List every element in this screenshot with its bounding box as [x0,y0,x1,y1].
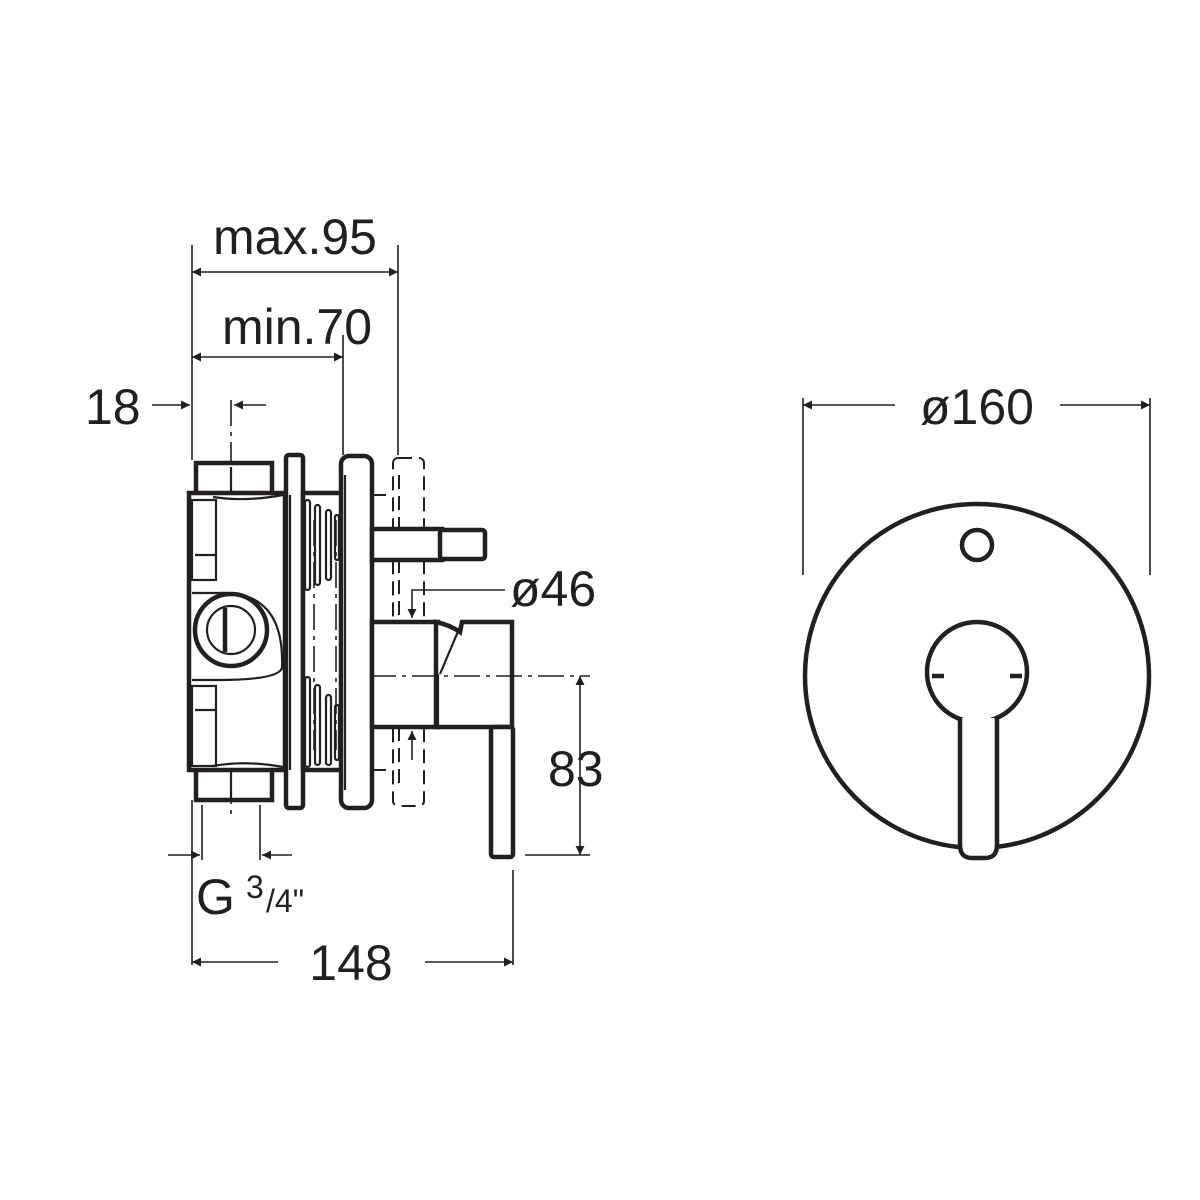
bottom-cap [193,765,275,803]
lever-handle [369,619,516,860]
dim-total-depth: 148 [309,935,392,991]
side-view: max.95 min.70 18 ø46 83 G 3 /4" 148 [85,209,604,991]
valve-body [186,460,288,803]
front-view: ø160 [802,379,1152,861]
outlet-port [192,591,270,669]
cartridge-slots [303,498,341,769]
mounting-flange [283,452,306,811]
dim-offset: 18 [85,379,141,435]
dim-thread: G 3 /4" [196,869,304,925]
top-cap [193,460,275,498]
handle-disc [924,619,1030,725]
diverter-stem [369,526,445,563]
handle-lever [488,724,516,860]
dim-max-depth: max.95 [213,209,377,265]
handle-sleeve [369,619,441,730]
dim-handle-height: 83 [548,741,604,797]
dim-plate-diameter: ø160 [920,379,1034,435]
dim-diameter-handle: ø46 [510,561,596,617]
dim-min-depth: min.70 [222,299,372,355]
dim-arrow-46-top [407,589,505,618]
diverter-knob [437,527,488,562]
lever-front [957,718,1000,861]
handle-head [433,619,515,730]
diverter-knob-circle [959,527,995,563]
